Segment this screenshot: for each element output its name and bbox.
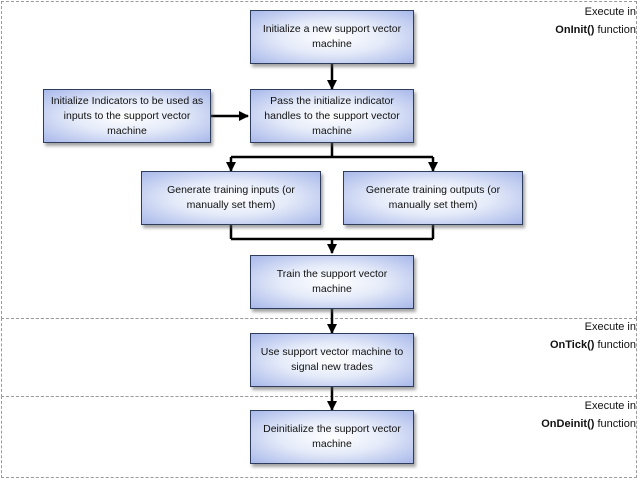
init-svm-text: Initialize a new support vector machine — [262, 23, 402, 50]
init-indicators-box: Initialize Indicators to be used as inpu… — [43, 89, 211, 143]
ondeinit-section — [1, 396, 637, 478]
function-suffix: function — [594, 24, 636, 36]
pass-handles-box: Pass the initialize indicator handles to… — [250, 89, 414, 143]
function-suffix: function — [594, 418, 636, 430]
pass-handles-text: Pass the initialize indicator handles to… — [264, 94, 400, 137]
generate-outputs-box: Generate training outputs (or manually s… — [343, 171, 523, 225]
function-name: OnTick() — [549, 339, 595, 351]
execute-in-text: Execute in — [584, 400, 636, 412]
init-svm-box: Initialize a new support vector machine — [250, 10, 414, 64]
function-name: OnDeinit() — [541, 418, 595, 430]
generate-inputs-box: Generate training inputs (or manually se… — [141, 171, 321, 225]
train-svm-text: Train the support vector machine — [276, 268, 388, 295]
signal-trades-text: Use support vector machine to signal new… — [260, 346, 404, 373]
oninit-execute-label: Execute in OnInit() function — [496, 3, 636, 39]
generate-outputs-text: Generate training outputs (or manually s… — [365, 184, 501, 211]
signal-trades-box: Use support vector machine to signal new… — [250, 333, 414, 387]
deinit-svm-box: Deinitialize the support vector machine — [250, 410, 414, 464]
function-name: OnInit() — [555, 24, 595, 36]
deinit-svm-text: Deinitialize the support vector machine — [263, 423, 401, 450]
generate-inputs-text: Generate training inputs (or manually se… — [167, 184, 295, 211]
init-indicators-text: Initialize Indicators to be used as inpu… — [50, 94, 204, 137]
ontick-execute-label: Execute in OnTick() function — [496, 318, 636, 354]
execute-in-text: Execute in — [584, 6, 636, 18]
ondeinit-execute-label: Execute in OnDeinit() function — [496, 397, 636, 433]
train-svm-box: Train the support vector machine — [250, 255, 414, 309]
function-suffix: function — [594, 339, 636, 351]
execute-in-text: Execute in — [584, 321, 636, 333]
